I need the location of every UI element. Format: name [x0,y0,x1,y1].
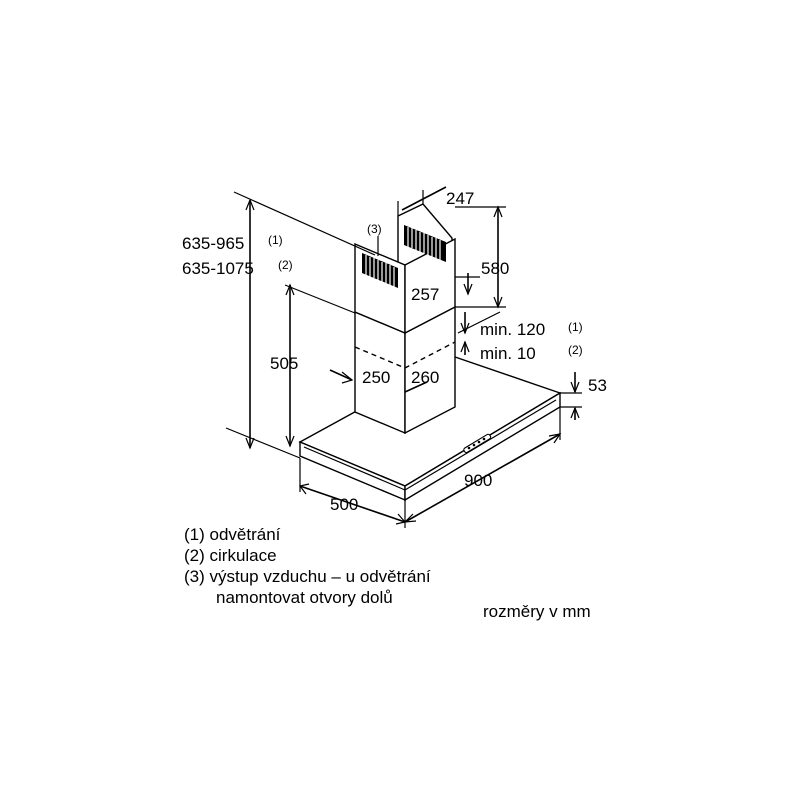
chimney-lower [354,305,456,435]
grille-front [362,253,398,288]
label-height-vent: 635-965 [182,234,244,253]
label-height-circ-note: (2) [278,258,293,272]
overlap-dashed-line [354,341,456,369]
label-overlap-vent: min. 120 [480,320,545,339]
label-chimney-upper-width: 257 [411,285,439,304]
label-chimney-lower-width: 250 [362,368,390,387]
legend-item-2: (2) cirkulace [184,546,277,565]
label-height-circ: 635-1075 [182,259,254,278]
label-chimney-lower-depth: 260 [411,368,439,387]
label-chimney-upper-height: 580 [481,259,509,278]
label-canopy-thickness: 53 [588,376,607,395]
label-canopy-height: 505 [270,354,298,373]
label-overlap-circ-note: (2) [568,343,583,357]
label-overlap-vent-note: (1) [568,320,583,334]
label-height-vent-note: (1) [268,233,283,247]
label-chimney-depth: 247 [446,189,474,208]
dimension-labels: 635-965 (1) 635-1075 (2) 505 247 580 257… [182,189,607,514]
legend-item-3-line-2: namontovat otvory dolů [216,588,393,607]
canopy [298,356,562,502]
legend: (1) odvětrání (2) cirkulace (3) výstup v… [184,525,591,621]
label-overlap-circ: min. 10 [480,344,536,363]
chimney-upper [354,203,456,335]
units-note: rozměry v mm [483,602,591,621]
label-width: 900 [464,471,492,490]
legend-item-3-line-1: (3) výstup vzduchu – u odvětrání [184,567,431,586]
dimension-lines [225,186,582,528]
legend-item-1: (1) odvětrání [184,525,281,544]
label-outlet-marker: (3) [367,222,382,236]
label-depth: 500 [330,495,358,514]
